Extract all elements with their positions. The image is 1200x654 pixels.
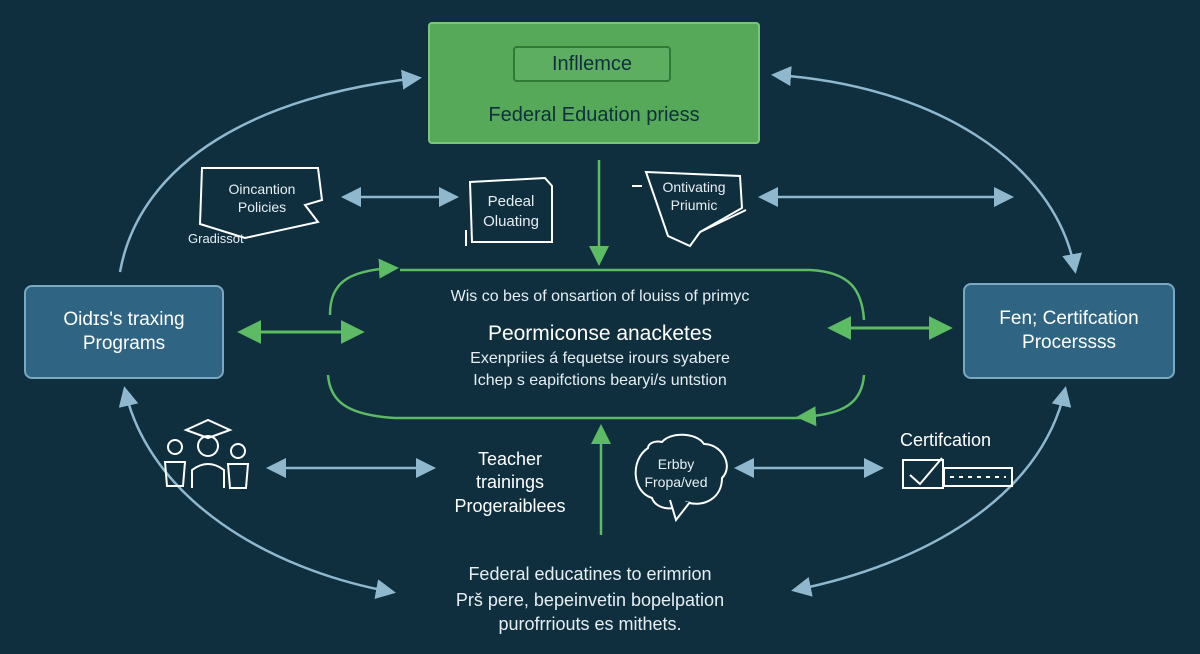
training-programs-box: Oidɪs's traxing Programs	[24, 285, 224, 379]
center-frame-top	[328, 258, 399, 316]
bottom-line3: purofrriouts es mithets.	[498, 614, 682, 634]
teacher-line3: Progeraiblees	[454, 495, 566, 516]
certification-label: Certifcation	[900, 430, 992, 450]
teacher-trainings-label: Teacher trainings Progeraiblees	[420, 448, 600, 518]
checkbox-certificate-icon	[902, 457, 1013, 489]
arc-left-to-bottom	[118, 386, 396, 599]
center-title: Peormiconse anacketes	[487, 322, 713, 345]
document-right-icon	[632, 170, 747, 248]
arc-right-to-bottom	[791, 386, 1072, 597]
cloud-label: Erbby Fropa/ved	[636, 455, 716, 491]
doc-center-label: Pedeal Oluating	[472, 192, 550, 231]
flag-sign-icon	[198, 167, 324, 240]
center-frame-bottom	[796, 374, 866, 427]
left-box-line2: Programs	[82, 333, 166, 354]
bottom-line1: Federal educatines to erimrion	[468, 564, 712, 584]
center-line3: Ichep s eapifctions bearyi/s untstion	[473, 372, 727, 389]
doc-center-line1: Pedeal	[487, 193, 535, 210]
people-graduate-icon	[163, 418, 250, 489]
flag-caption: Gradissot	[188, 231, 244, 246]
teacher-line1: Teacher	[477, 449, 543, 469]
arc-left-to-top	[118, 69, 422, 273]
influence-badge: Infllemce	[513, 46, 671, 82]
teacher-line2: trainings	[475, 472, 545, 493]
document-icon	[465, 176, 553, 246]
center-line2: Exenpriies á fequetse irours syabere	[470, 350, 730, 367]
flag-line1: Oincantion	[228, 181, 296, 197]
doc-center-line2: Oluating	[483, 212, 539, 230]
top-box-title: Federal Eduation priess	[488, 104, 700, 126]
right-box-line2: Procerssss	[1022, 332, 1116, 353]
cloud-line2: Fropa/ved	[644, 474, 708, 491]
certification-processes-box: Fen; Certifcation Procerssss	[963, 283, 1175, 379]
left-box-line1: Oidɪs's traxing	[63, 309, 185, 331]
doc-right-line1: Ontivating	[662, 179, 726, 195]
flag-line2: Policies	[237, 199, 287, 216]
arc-right-to-top	[771, 66, 1082, 274]
center-line1: Wis co bes of onsartion of louiss of pri…	[450, 288, 750, 305]
speech-cloud-icon	[634, 433, 728, 523]
doc-right-line2: Priumic	[670, 197, 718, 214]
right-box-line1: Fen; Certifcation	[999, 308, 1139, 330]
doc-right-label: Ontivating Priumic	[646, 178, 742, 214]
flag-label: Oincantion Policies	[208, 180, 316, 216]
bottom-line2: Prš pere, bepeinvetin bopelpation	[455, 590, 725, 610]
cloud-line1: Erbby	[657, 456, 695, 472]
federal-education-box: Infllemce Federal Eduation priess	[428, 22, 760, 144]
